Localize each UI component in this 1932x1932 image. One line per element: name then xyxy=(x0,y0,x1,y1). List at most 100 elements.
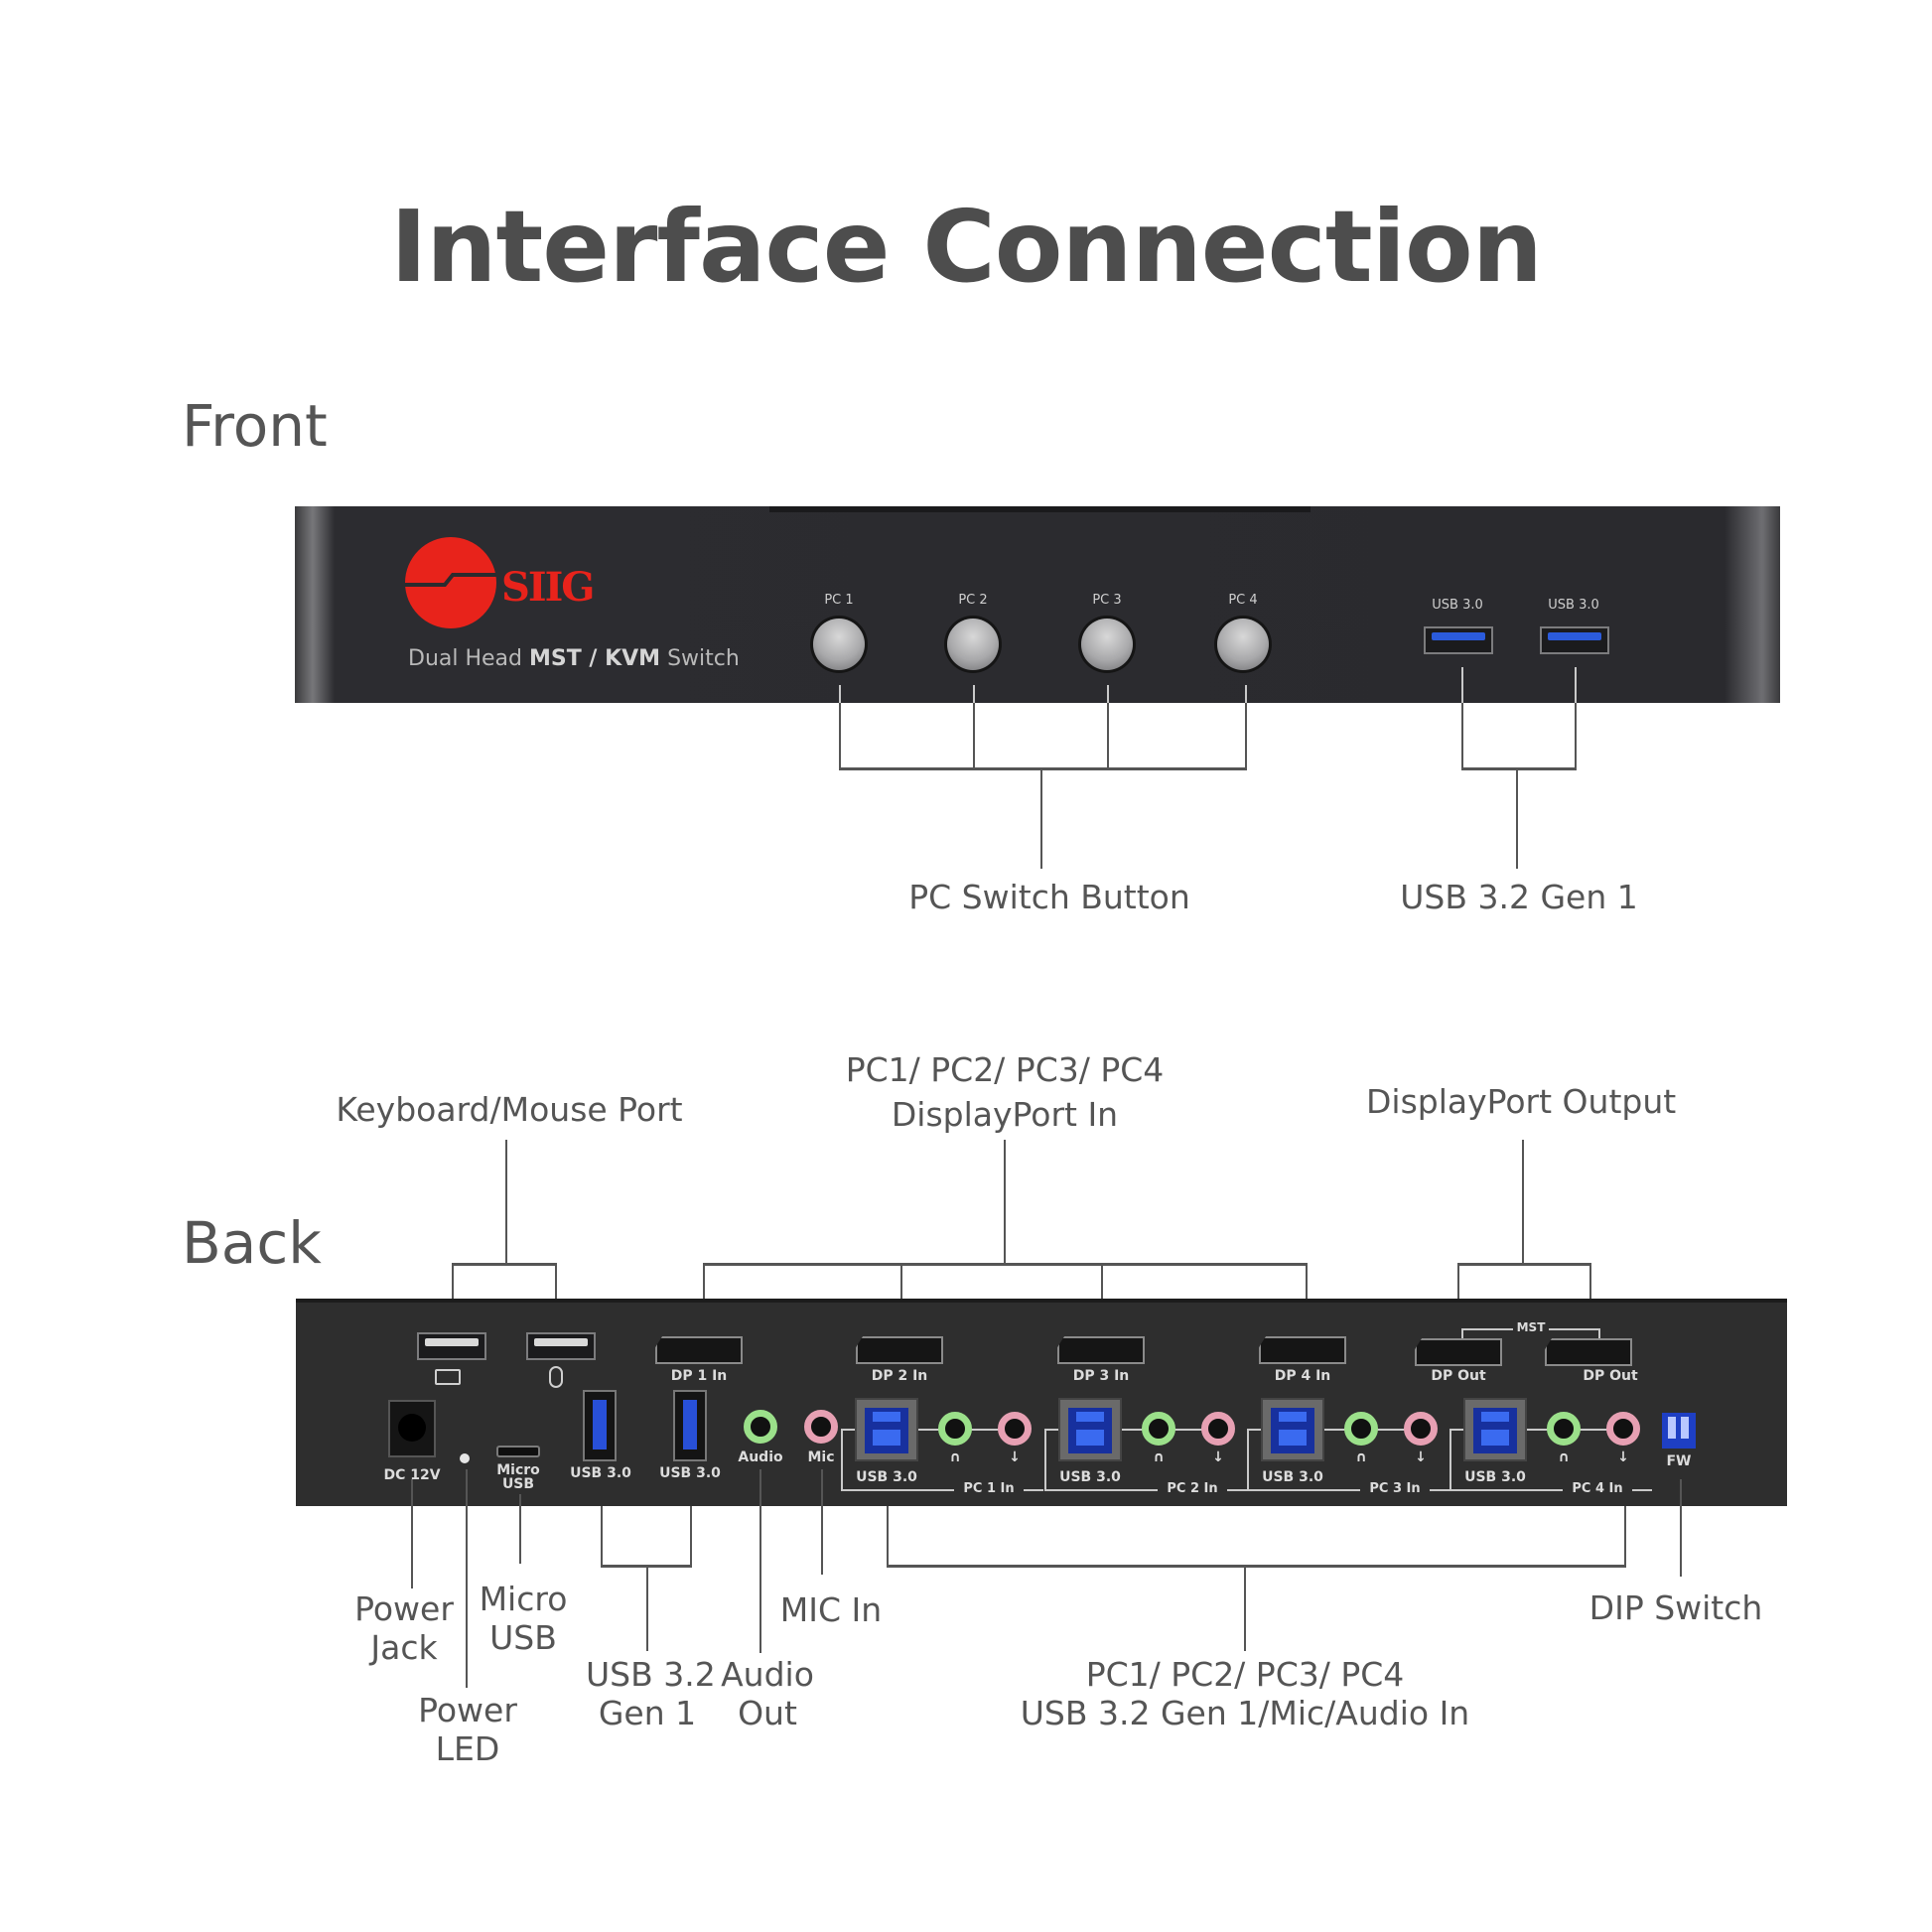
usb-b-pin xyxy=(1279,1430,1307,1446)
microphone-icon: ↓ xyxy=(1415,1449,1427,1465)
mic-in-jack[interactable] xyxy=(804,1410,838,1444)
pc1-headphone-jack[interactable] xyxy=(938,1412,972,1446)
keyboard-usb-port[interactable] xyxy=(417,1332,486,1360)
pc3-switch-button[interactable] xyxy=(1081,619,1133,670)
micro-usb-port[interactable] xyxy=(496,1446,540,1457)
group-bracket xyxy=(1247,1429,1249,1490)
headphone-icon: ∩ xyxy=(1153,1449,1165,1465)
group-bracket xyxy=(1449,1429,1451,1490)
pc3-headphone-jack[interactable] xyxy=(1344,1412,1378,1446)
pc3-label: PC 3 xyxy=(1092,593,1122,608)
headphone-icon: ∩ xyxy=(1558,1449,1570,1465)
dp-out-port-1[interactable] xyxy=(1415,1338,1502,1366)
leader-line xyxy=(1245,685,1247,703)
pc3-in-label: PC 3 In xyxy=(1360,1481,1430,1496)
keyboard-icon xyxy=(435,1369,461,1385)
leader-line xyxy=(519,1494,521,1564)
dip-switch[interactable] xyxy=(1662,1413,1696,1449)
usb-b-pin xyxy=(1279,1412,1307,1422)
pc1-usb-b-label: USB 3.0 xyxy=(856,1469,917,1485)
leader-line xyxy=(1101,1263,1103,1299)
dip-switch-lever-2[interactable] xyxy=(1681,1417,1689,1439)
pc2-usb-b-port[interactable] xyxy=(1058,1398,1122,1461)
leader-line xyxy=(1575,667,1577,703)
pc2-mic-jack[interactable] xyxy=(1201,1412,1235,1446)
leader-line xyxy=(1522,1140,1524,1265)
leader-line xyxy=(466,1469,468,1688)
front-usb2-label: USB 3.0 xyxy=(1548,598,1599,613)
pc4-headphone-jack[interactable] xyxy=(1547,1412,1581,1446)
usb-tongue xyxy=(683,1400,697,1449)
dp3-in-port[interactable] xyxy=(1057,1336,1145,1364)
leader-line xyxy=(1107,703,1109,769)
pc1-switch-button[interactable] xyxy=(813,619,865,670)
leader-bracket xyxy=(452,1263,556,1266)
pc4-switch-button[interactable] xyxy=(1217,619,1269,670)
front-section-label: Front xyxy=(182,392,328,460)
pc4-label: PC 4 xyxy=(1228,593,1258,608)
leader-line xyxy=(601,1506,603,1566)
dp1-in-port[interactable] xyxy=(655,1336,743,1364)
tagline-bold: MST / KVM xyxy=(529,646,661,671)
leader-line xyxy=(759,1469,761,1653)
pc1-label: PC 1 xyxy=(824,593,854,608)
dp3-in-label: DP 3 In xyxy=(1072,1368,1130,1384)
microphone-icon: ↓ xyxy=(1617,1449,1629,1465)
tagline-prefix: Dual Head xyxy=(408,646,529,671)
brand-logo-text: SIIG xyxy=(501,564,595,611)
leader-bracket xyxy=(601,1565,692,1568)
callout-dp-in-line1: PC1/ PC2/ PC3/ PC4 xyxy=(845,1050,1165,1089)
mouse-usb-port[interactable] xyxy=(526,1332,596,1360)
fw-label: FW xyxy=(1666,1453,1692,1469)
microphone-icon: ↓ xyxy=(1009,1449,1021,1465)
leader-line xyxy=(839,703,841,769)
callout-dp-in-line2: DisplayPort In xyxy=(891,1095,1119,1134)
headphone-icon: ∩ xyxy=(1355,1449,1367,1465)
pc3-usb-b-label: USB 3.0 xyxy=(1262,1469,1323,1485)
audio-label: Audio xyxy=(738,1449,783,1465)
leader-line xyxy=(505,1140,507,1265)
dc-label: DC 12V xyxy=(383,1467,441,1483)
leader-line xyxy=(452,1263,454,1299)
usb-b-pin xyxy=(873,1430,900,1446)
dip-switch-lever-1[interactable] xyxy=(1668,1417,1676,1439)
callout-power-led-l1: Power xyxy=(418,1691,517,1729)
pc3-usb-b-port[interactable] xyxy=(1261,1398,1324,1461)
siig-logo-icon xyxy=(405,537,496,628)
audio-out-jack[interactable] xyxy=(744,1410,777,1444)
back-usb-port-1[interactable] xyxy=(583,1390,617,1461)
leader-line xyxy=(411,1479,413,1588)
leader-bracket xyxy=(887,1565,1626,1568)
pc4-mic-jack[interactable] xyxy=(1606,1412,1640,1446)
back-usb-port-2[interactable] xyxy=(673,1390,707,1461)
callout-dip-switch: DIP Switch xyxy=(1588,1588,1763,1627)
pc2-switch-button[interactable] xyxy=(947,619,999,670)
leader-line xyxy=(1680,1479,1682,1577)
dp4-in-port[interactable] xyxy=(1259,1336,1346,1364)
micro-usb-label-l1: Micro xyxy=(496,1462,540,1478)
pc3-mic-jack[interactable] xyxy=(1404,1412,1438,1446)
pc1-mic-jack[interactable] xyxy=(998,1412,1032,1446)
pc4-in-label: PC 4 In xyxy=(1563,1481,1632,1496)
back-usb1-label: USB 3.0 xyxy=(570,1465,631,1481)
mst-bracket xyxy=(1549,1328,1600,1330)
callout-pc-in-line1: PC1/ PC2/ PC3/ PC4 xyxy=(1085,1655,1405,1694)
front-usb-port-1[interactable] xyxy=(1424,626,1493,654)
dp2-in-label: DP 2 In xyxy=(871,1368,928,1384)
dp-out1-label: DP Out xyxy=(1431,1368,1486,1384)
group-bracket xyxy=(1449,1489,1652,1491)
pc2-headphone-jack[interactable] xyxy=(1142,1412,1175,1446)
dp-out-port-2[interactable] xyxy=(1545,1338,1632,1366)
front-usb-port-2[interactable] xyxy=(1540,626,1609,654)
group-bracket xyxy=(1247,1429,1436,1431)
back-usb2-label: USB 3.0 xyxy=(659,1465,721,1481)
leader-line xyxy=(1461,703,1463,769)
dc-power-jack[interactable] xyxy=(388,1400,436,1457)
leader-line xyxy=(1245,703,1247,769)
pc4-usb-b-port[interactable] xyxy=(1463,1398,1527,1461)
leader-line xyxy=(690,1506,692,1566)
dp2-in-port[interactable] xyxy=(856,1336,943,1364)
pc1-usb-b-port[interactable] xyxy=(855,1398,918,1461)
